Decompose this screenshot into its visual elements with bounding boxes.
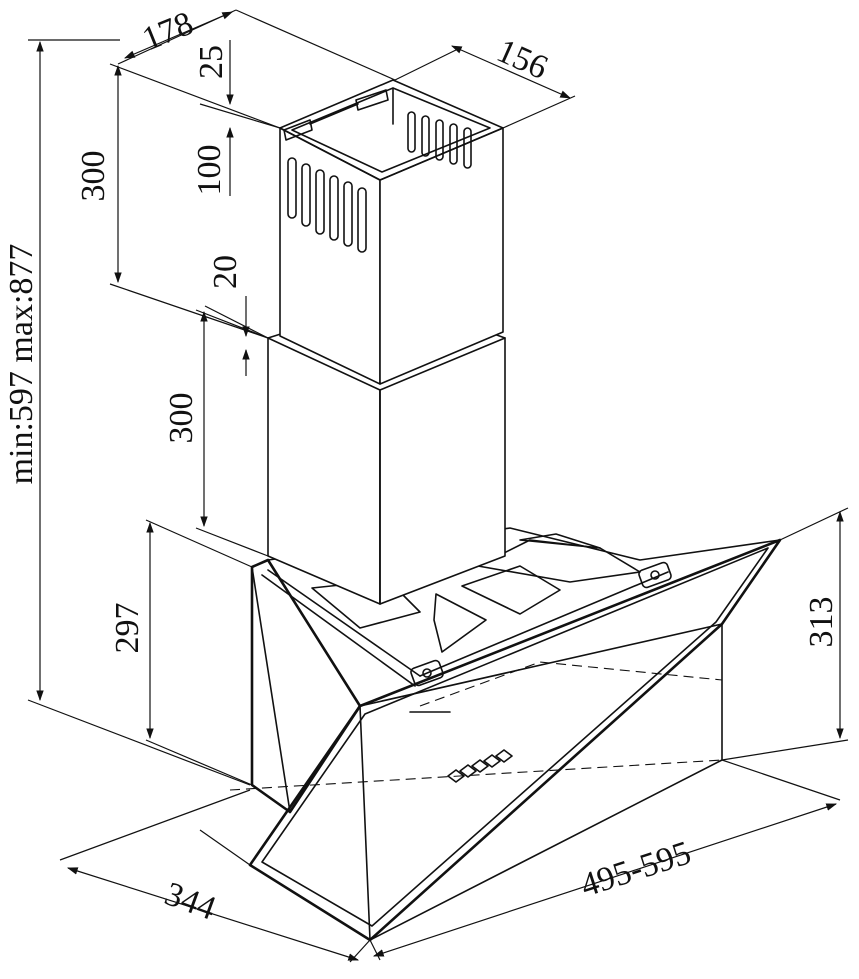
label-canopy-side-height: 297 — [109, 603, 146, 654]
canopy-side-panel — [250, 558, 362, 814]
filter-cassettes — [311, 533, 641, 653]
vent-slots-inner — [407, 111, 472, 169]
control-panel — [447, 749, 513, 783]
vent-slots-front — [287, 157, 367, 253]
canopy-front-glass — [248, 538, 782, 942]
label-canopy-front-height: 313 — [803, 597, 840, 648]
control-button-icon — [495, 749, 513, 763]
label-canopy-depth: 344 — [160, 875, 221, 927]
canopy — [248, 527, 782, 942]
label-top-gap: 25 — [193, 45, 230, 79]
control-button-icon — [459, 764, 477, 778]
mounting-bracket — [283, 89, 389, 141]
label-top-width: 156 — [491, 32, 553, 87]
control-button-icon — [471, 759, 489, 773]
label-joint-gap: 20 — [207, 255, 244, 289]
label-top-depth: 178 — [137, 5, 198, 58]
label-upper-chimney: 300 — [75, 151, 112, 202]
upper-chimney — [279, 79, 504, 385]
lower-chimney — [267, 297, 506, 605]
label-lower-chimney: 300 — [163, 393, 200, 444]
label-upper-overlap: 100 — [191, 145, 228, 196]
label-canopy-width: 495-595 — [576, 834, 695, 904]
label-total-height: min:597 max:877 — [3, 244, 40, 485]
dimension-lines — [27, 9, 849, 963]
control-button-icon — [447, 769, 465, 783]
control-button-icon — [483, 754, 501, 768]
hinge-left-icon — [410, 659, 444, 687]
hinge-right-icon — [638, 561, 672, 589]
